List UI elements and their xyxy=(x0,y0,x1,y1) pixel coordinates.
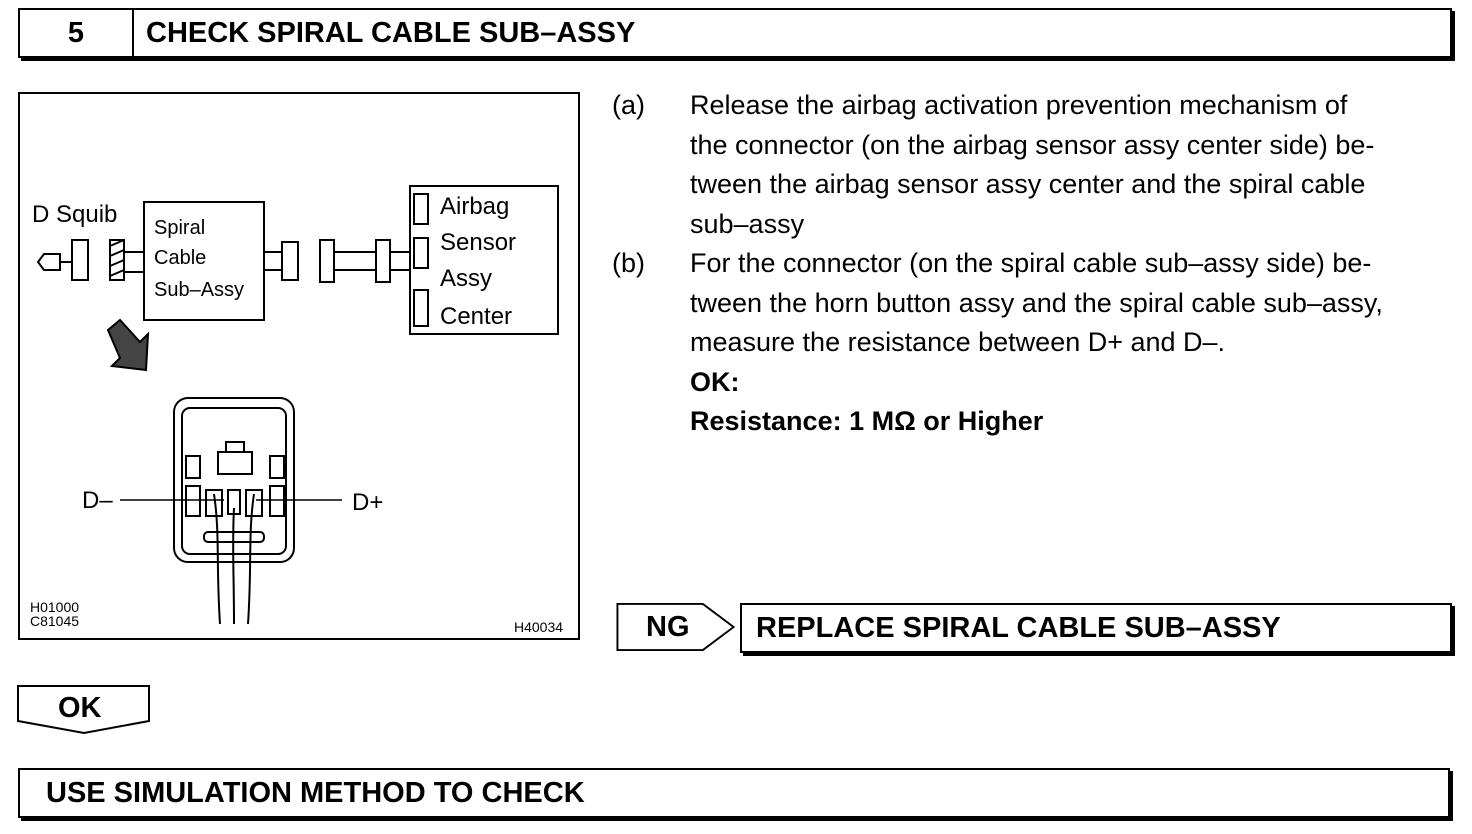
instruction-b-line: tween the horn button assy and the spira… xyxy=(690,287,1383,318)
instruction-a-line: Release the airbag activation prevention… xyxy=(690,90,1348,120)
figure-code-2: C81045 xyxy=(30,613,79,629)
instruction-a-text: Release the airbag activation prevention… xyxy=(690,86,1454,244)
ng-result-text: REPLACE SPIRAL CABLE SUB–ASSY xyxy=(756,612,1281,644)
spiral-cable-box xyxy=(143,201,265,321)
instruction-b-line: For the connector (on the spiral cable s… xyxy=(690,248,1372,278)
instruction-a-line: sub–assy xyxy=(690,208,805,239)
spiral-label-1: Spiral xyxy=(154,217,205,239)
instruction-a-line: tween the airbag sensor assy center and … xyxy=(690,169,1366,199)
squib-connector xyxy=(36,239,144,281)
figure-code-1: H01000 xyxy=(30,599,79,615)
connector-diagram: D Squib Spiral Cable Sub–Assy xyxy=(30,185,563,635)
instruction-b-line: measure the resistance between D+ and D–… xyxy=(690,327,1226,357)
instruction-b-label: (b) xyxy=(612,248,645,278)
connector-face xyxy=(173,397,295,625)
sensor-label-1: Airbag xyxy=(440,193,509,220)
sensor-label-4: Center xyxy=(440,303,512,330)
ok-tag xyxy=(17,685,150,735)
ng-result-box: REPLACE SPIRAL CABLE SUB–ASSY xyxy=(740,603,1452,653)
step-number: 5 xyxy=(20,10,134,56)
wiring-figure: D Squib Spiral Cable Sub–Assy xyxy=(18,92,580,640)
arrow-icon xyxy=(106,318,150,372)
d-plus-label: D+ xyxy=(352,489,383,516)
figure-code-3: H40034 xyxy=(514,619,563,635)
sensor-box xyxy=(409,185,559,335)
spec-resistance: Resistance: 1 MΩ or Higher xyxy=(690,406,1044,436)
step-title: CHECK SPIRAL CABLE SUB–ASSY xyxy=(146,17,636,49)
final-action-box: USE SIMULATION METHOD TO CHECK xyxy=(18,768,1450,818)
ng-tag xyxy=(616,603,736,651)
final-action-text: USE SIMULATION METHOD TO CHECK xyxy=(46,777,585,809)
spiral-label-2: Cable xyxy=(154,247,206,269)
sensor-label-2: Sensor xyxy=(440,229,516,256)
instruction-a-line: the connector (on the airbag sensor assy… xyxy=(690,129,1375,160)
spiral-label-3: Sub–Assy xyxy=(154,279,244,301)
d-minus-label: D– xyxy=(82,487,113,514)
spec-ok-label: OK: xyxy=(690,366,740,397)
ok-label: OK xyxy=(58,692,102,724)
sensor-label-3: Assy xyxy=(440,265,492,292)
instruction-a-label: (a) xyxy=(612,90,645,120)
sensor-connector xyxy=(264,239,410,283)
sensor-pins xyxy=(413,193,429,327)
d-squib-label: D Squib xyxy=(32,201,117,228)
ng-label: NG xyxy=(646,611,690,643)
instruction-b-text: For the connector (on the spiral cable s… xyxy=(690,244,1454,442)
step-header: 5 CHECK SPIRAL CABLE SUB–ASSY xyxy=(18,8,1452,58)
